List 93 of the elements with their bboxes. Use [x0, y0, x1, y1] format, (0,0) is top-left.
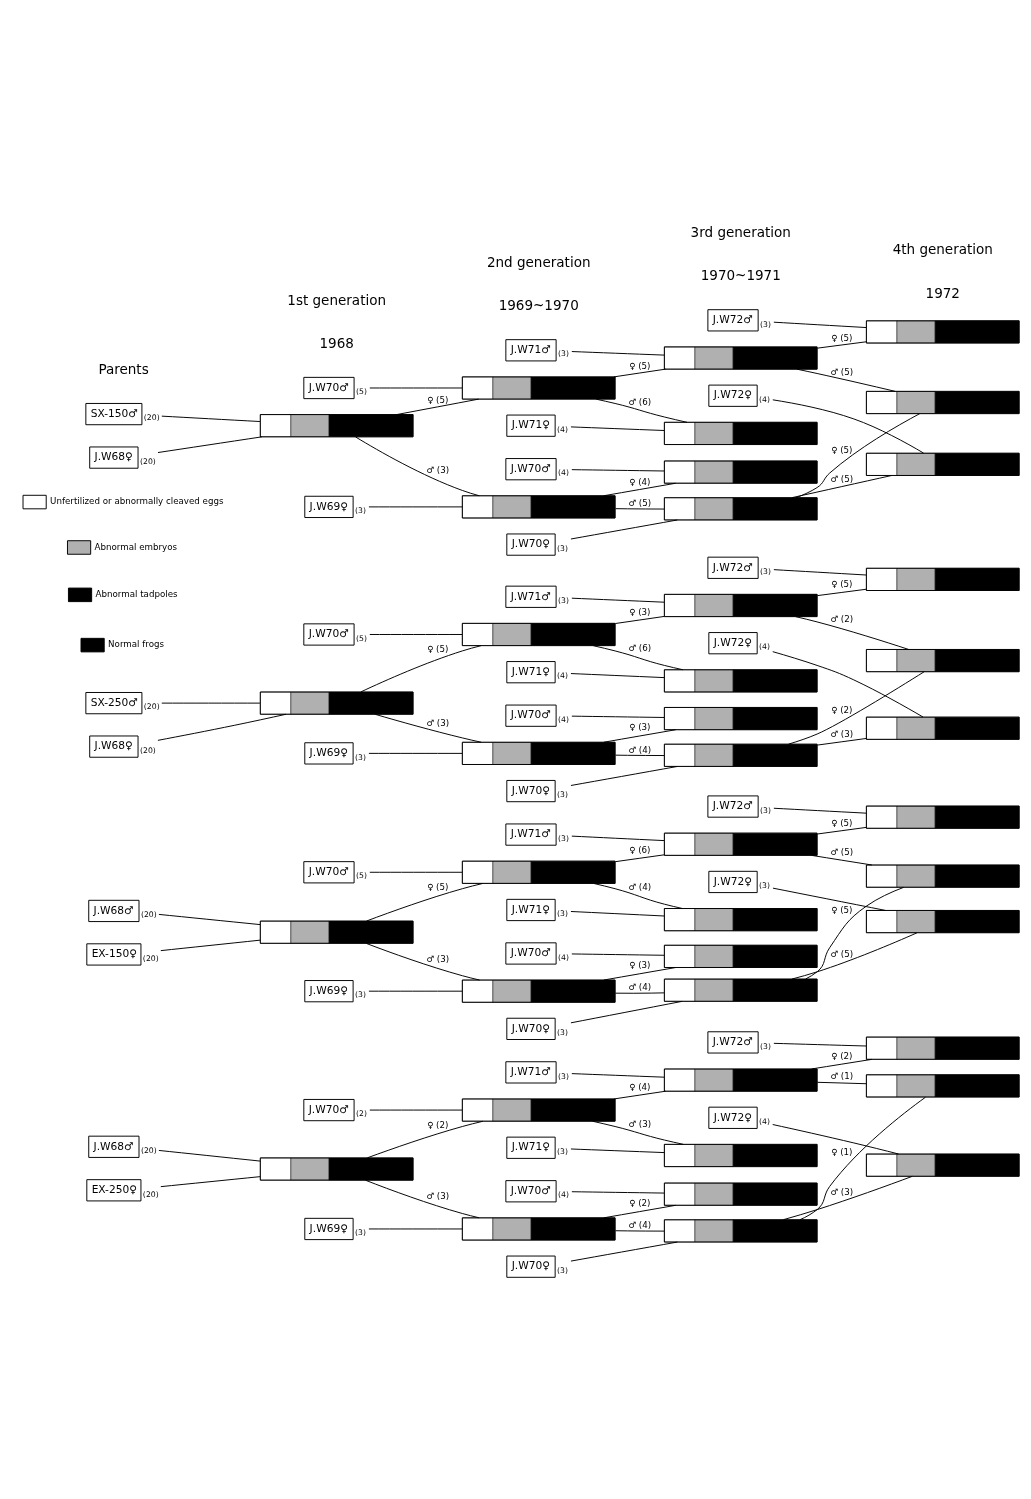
- edge-label: ♀ (2): [830, 704, 852, 715]
- node-label: (3): [557, 348, 569, 358]
- label: 1968: [318, 334, 354, 351]
- node-label: (20): [143, 412, 160, 422]
- label: 1972: [925, 284, 960, 301]
- node-label: (4): [557, 714, 569, 724]
- edge-label: ♀ (5): [830, 904, 852, 915]
- node-label: (20): [143, 701, 160, 711]
- node-label: (3): [556, 1027, 568, 1037]
- edge-label: ♂ (4): [627, 881, 651, 892]
- label: 1969~1970: [498, 296, 579, 313]
- node-label: (5): [355, 386, 367, 396]
- edge-label: ♀ (1): [830, 1146, 852, 1157]
- edge-label: ♀ (5): [830, 444, 852, 455]
- node-label: (4): [758, 1116, 770, 1126]
- node-label: (20): [140, 1145, 157, 1155]
- node-label: (3): [759, 566, 771, 576]
- node-label: (3): [354, 1227, 366, 1237]
- node-label: (5): [355, 633, 367, 643]
- node-label: (4): [557, 1189, 569, 1199]
- edge-label: ♀ (2): [426, 1119, 448, 1130]
- node-label: (3): [557, 1071, 569, 1081]
- node-label: (3): [556, 543, 568, 553]
- node-label: (20): [139, 745, 156, 755]
- edge-label: ♂ (3): [425, 953, 449, 964]
- edge-label: ♀ (2): [628, 1197, 650, 1208]
- node-label: (3): [557, 595, 569, 605]
- edge-label: ♂ (2): [829, 613, 853, 624]
- node-label: (3): [556, 1146, 568, 1156]
- label: 4th generation: [892, 240, 993, 257]
- label: 3rd generation: [690, 223, 791, 240]
- label: 1st generation: [286, 291, 386, 308]
- edge-label: ♂ (3): [425, 717, 449, 728]
- edge-label: ♂ (5): [829, 948, 853, 959]
- edge-label: ♀ (4): [628, 476, 650, 487]
- node-label: (3): [354, 989, 366, 999]
- node-label: (3): [556, 1265, 568, 1275]
- node-label: (3): [556, 789, 568, 799]
- node-label: (3): [758, 880, 770, 890]
- node-label: (3): [354, 752, 366, 762]
- node-label: (3): [759, 805, 771, 815]
- node-label: (20): [142, 1188, 159, 1198]
- edge-label: ♀ (5): [628, 360, 650, 371]
- edge-label: ♂ (5): [829, 846, 853, 857]
- edge-label: ♂ (5): [627, 497, 651, 508]
- edge-label: ♀ (5): [426, 394, 448, 405]
- edge-label: ♀ (5): [830, 578, 852, 589]
- node-label: (5): [355, 870, 367, 880]
- edge-label: ♀ (3): [628, 959, 650, 970]
- node-label: (20): [139, 456, 156, 466]
- node-label: (20): [142, 953, 159, 963]
- edge-label: ♂ (4): [627, 744, 651, 755]
- node-label: (4): [758, 641, 770, 651]
- edge-label: ♀ (4): [628, 1081, 650, 1092]
- node-label: (4): [556, 424, 568, 434]
- node-label: (4): [557, 952, 569, 962]
- edge-label: ♀ (3): [628, 721, 650, 732]
- node-label: (2): [355, 1108, 367, 1118]
- edge-label: ♀ (3): [628, 606, 650, 617]
- edge-label: ♀ (5): [426, 881, 448, 892]
- edge-label: ♂ (3): [425, 1190, 449, 1201]
- node-label: (3): [759, 1041, 771, 1051]
- edge-label: ♀ (6): [628, 844, 650, 855]
- node-label: (4): [758, 394, 770, 404]
- node-label: (4): [557, 467, 569, 477]
- label: 1970~1971: [700, 266, 781, 283]
- legend-label: Abnormal embryos: [94, 541, 177, 552]
- legend-label: Normal frogs: [107, 638, 164, 649]
- edge-label: ♂ (1): [829, 1070, 853, 1081]
- edge-label: ♀ (5): [830, 332, 852, 343]
- edge-label: ♀ (5): [426, 643, 448, 654]
- edge-label: ♂ (3): [829, 1186, 853, 1197]
- edge-label: ♂ (6): [627, 396, 651, 407]
- label: 2nd generation: [486, 253, 590, 270]
- edge-label: ♂ (4): [627, 1219, 651, 1230]
- node-label: (4): [556, 670, 568, 680]
- node-label: (3): [759, 319, 771, 329]
- edge-label: ♂ (3): [425, 464, 449, 475]
- edge-label: ♂ (3): [829, 728, 853, 739]
- edge-label: ♀ (2): [830, 1050, 852, 1061]
- edge-label: ♂ (5): [829, 366, 853, 377]
- edge-label: ♂ (4): [627, 981, 651, 992]
- node-label: (3): [557, 833, 569, 843]
- node-label: (3): [556, 908, 568, 918]
- legend-label: Abnormal tadpoles: [95, 588, 178, 599]
- edge-label: ♀ (5): [830, 817, 852, 828]
- edge-label: ♂ (3): [627, 1118, 651, 1129]
- edge-label: ♂ (6): [627, 642, 651, 653]
- label: Parents: [97, 360, 149, 377]
- legend-label: Unfertilized or abnormally cleaved eggs: [49, 495, 224, 506]
- edge-label: ♂ (5): [829, 473, 853, 484]
- node-label: (20): [140, 909, 157, 919]
- node-label: (3): [354, 505, 366, 515]
